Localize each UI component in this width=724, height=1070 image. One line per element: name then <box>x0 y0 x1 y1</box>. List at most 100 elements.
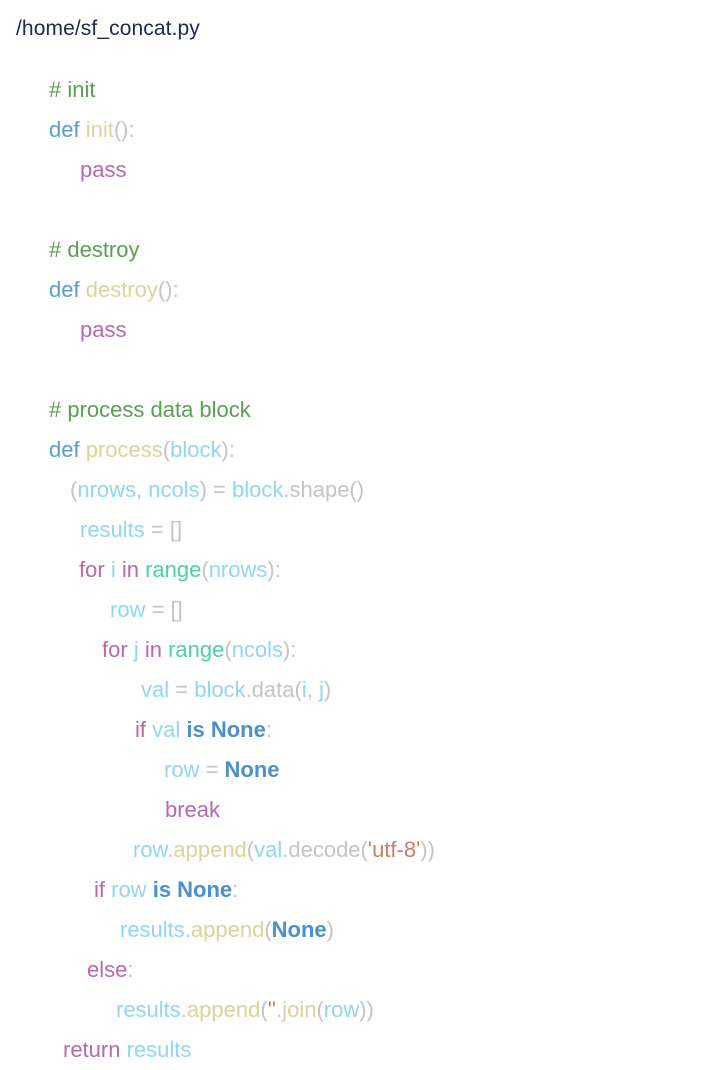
code-token-function: init <box>85 117 114 142</box>
code-token-punctuation: ( <box>162 437 171 462</box>
code-token-punctuation: = <box>169 677 195 702</box>
code-token-keyword: def <box>49 437 80 462</box>
code-token-variable: ncols <box>148 477 200 502</box>
code-token-variable: row <box>111 877 147 902</box>
code-token-keyword: def <box>49 277 80 302</box>
code-token-control: else <box>87 957 128 982</box>
code-token-variable: nrows <box>208 557 268 582</box>
code-token-control: in <box>121 557 139 582</box>
code-token-punctuation: .decode( <box>282 837 368 862</box>
code-token-function: append <box>173 837 247 862</box>
code-token-control: pass <box>80 317 127 342</box>
code-line: # destroy <box>0 230 724 270</box>
code-token-punctuation: = <box>199 757 225 782</box>
code-token-variable: i <box>110 557 116 582</box>
code-token-string: '' <box>267 997 277 1022</box>
code-token-punctuation: . <box>184 917 191 942</box>
code-token-punctuation: ( <box>316 997 324 1022</box>
code-token-punctuation: : <box>265 717 272 742</box>
code-token-punctuation: ( <box>246 837 255 862</box>
code-token-variable: row <box>133 837 168 862</box>
code-token-function: destroy <box>85 277 158 302</box>
code-token-punctuation: (): <box>157 277 179 302</box>
code-token-punctuation: ) <box>323 677 332 702</box>
code-token-punctuation: ( <box>70 477 78 502</box>
code-token-punctuation: : <box>127 957 134 982</box>
code-token-string: 'utf-8' <box>367 837 421 862</box>
code-line: else: <box>0 950 724 990</box>
code-token-punctuation: (): <box>113 117 135 142</box>
code-token-variable: ncols <box>231 637 284 662</box>
code-token-control: for <box>79 557 105 582</box>
code-line-blank <box>0 190 724 230</box>
code-line: row = [] <box>0 590 724 630</box>
code-line: results.append(''.join(row)) <box>0 990 724 1030</box>
code-token-punctuation: ): <box>221 437 235 462</box>
code-token-punctuation: .data( <box>245 677 302 702</box>
code-line: (nrows, ncols) = block.shape() <box>0 470 724 510</box>
code-token-punctuation: : <box>232 877 239 902</box>
code-token-variable: results <box>120 917 185 942</box>
code-token-punctuation: )) <box>359 997 374 1022</box>
code-token-function: append <box>186 997 261 1022</box>
code-line: results = [] <box>0 510 724 550</box>
code-line: def destroy(): <box>0 270 724 310</box>
code-token-punctuation: .shape() <box>283 477 365 502</box>
code-line-blank <box>0 350 724 390</box>
code-token-control: return <box>63 1037 121 1062</box>
code-line: if val is None: <box>0 710 724 750</box>
code-token-punctuation: ( <box>224 637 232 662</box>
code-token-punctuation: )) <box>420 837 435 862</box>
code-line: val = block.data(i, j) <box>0 670 724 710</box>
code-line: break <box>0 790 724 830</box>
code-line: def init(): <box>0 110 724 150</box>
file-path-title: /home/sf_concat.py <box>16 17 200 40</box>
code-token-variable: i <box>301 677 307 702</box>
code-token-punctuation: ( <box>260 997 268 1022</box>
code-token-variable: row <box>323 997 360 1022</box>
code-token-keyword_const: is None <box>186 717 266 742</box>
code-token-builtin: range <box>168 637 225 662</box>
code-token-variable: val <box>141 677 170 702</box>
code-line: # process data block <box>0 390 724 430</box>
code-token-punctuation: ( <box>201 557 209 582</box>
code-line: for i in range(nrows): <box>0 550 724 590</box>
code-line: return results <box>0 1030 724 1070</box>
code-token-variable: val <box>254 837 283 862</box>
code-line: results.append(None) <box>0 910 724 950</box>
code-token-punctuation: ) = <box>199 477 233 502</box>
code-token-punctuation: . <box>180 997 187 1022</box>
code-token-variable: nrows <box>77 477 137 502</box>
code-token-control: break <box>165 797 221 822</box>
code-line: def process(block): <box>0 430 724 470</box>
code-token-punctuation: . <box>276 997 283 1022</box>
code-token-punctuation: = [] <box>145 597 183 622</box>
code-token-control: in <box>144 637 162 662</box>
code-token-control: for <box>102 637 128 662</box>
code-token-function: join <box>282 997 317 1022</box>
code-token-keyword_const: None <box>224 757 280 782</box>
code-line: if row is None: <box>0 870 724 910</box>
code-line: row.append(val.decode('utf-8')) <box>0 830 724 870</box>
code-token-control: pass <box>80 157 127 182</box>
code-token-punctuation: . <box>167 837 174 862</box>
code-token-punctuation: ) <box>326 917 334 942</box>
code-token-punctuation: ): <box>267 557 281 582</box>
code-token-comment: # init <box>49 77 96 102</box>
code-token-variable: val <box>152 717 181 742</box>
code-token-keyword_const: None <box>271 917 327 942</box>
code-line: # init <box>0 70 724 110</box>
code-token-control: if <box>94 877 105 902</box>
code-token-builtin: range <box>145 557 202 582</box>
code-token-variable: row <box>110 597 146 622</box>
code-token-function: process <box>85 437 163 462</box>
code-token-punctuation: ): <box>283 637 297 662</box>
code-token-keyword_const: is None <box>152 877 233 902</box>
code-token-punctuation: , <box>306 677 319 702</box>
code-token-keyword: def <box>49 117 80 142</box>
code-token-variable: j <box>318 677 324 702</box>
code-token-variable: row <box>164 757 200 782</box>
code-token-comment: # process data block <box>49 397 251 422</box>
